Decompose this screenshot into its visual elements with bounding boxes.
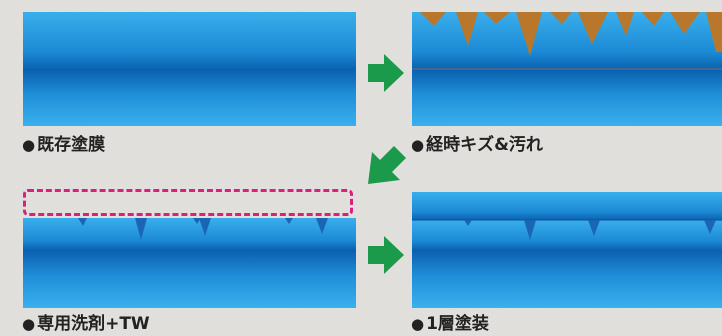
panel-scratches-dirt [412,12,722,126]
caption-existing-film: ●既存塗膜 [22,135,106,155]
caption-scratches-dirt: ●経時キズ&汚れ [411,135,543,155]
film-layer-lower [412,250,722,308]
arrow-down-left-icon [368,146,406,184]
film-layer-upper [412,220,722,250]
arrow-right-icon [368,54,404,92]
scratch-marks [464,220,716,240]
caption-single-coat: ●1層塗装 [411,314,489,334]
new-coat-layer [412,192,722,220]
panel-existing-film [23,12,356,126]
panel-detergent-tw [23,218,356,308]
film-layer-upper [23,12,356,69]
scratch-marks [78,218,328,240]
panel-single-coat [412,192,722,308]
arrow-right-icon [368,236,404,274]
removed-layer-outline [23,189,353,216]
dirt-deposits [420,12,722,56]
film-layer-upper [23,218,356,250]
film-layer-lower [23,250,356,308]
caption-detergent-tw: ●専用洗剤+TW [22,314,150,334]
film-layer-lower [412,69,722,126]
film-layer-lower [23,69,356,126]
